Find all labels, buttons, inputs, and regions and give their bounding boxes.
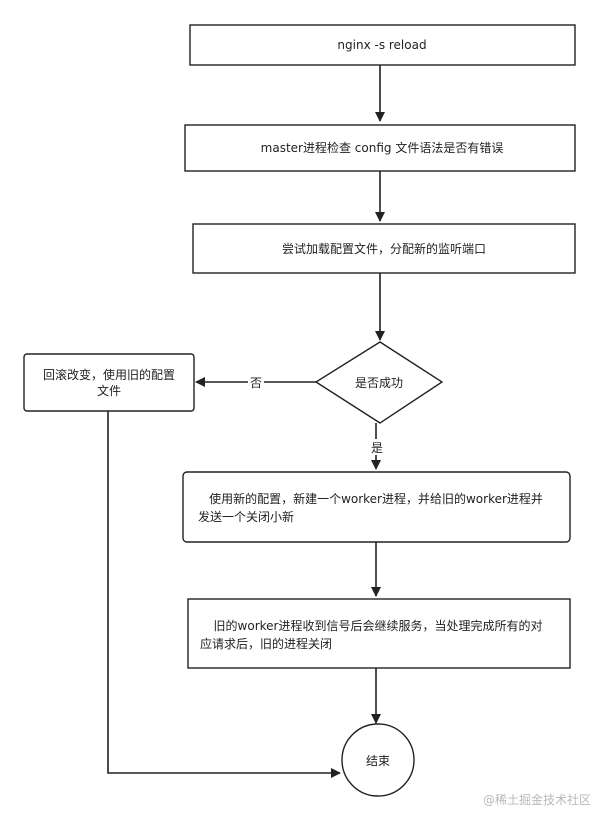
node-try-load	[192, 223, 576, 274]
decision-text: 是否成功	[355, 376, 403, 390]
end-text: 结束	[366, 754, 390, 768]
edge-label-no: 否	[250, 376, 262, 390]
new-workers-text-line1: 使用新的配置，新建一个worker进程，并给旧的worker进程并	[209, 491, 543, 506]
node-master-check	[184, 124, 576, 172]
node-end	[341, 723, 415, 797]
node-reload	[189, 24, 576, 66]
try-load-text: 尝试加载配置文件，分配新的监听端口	[282, 241, 486, 256]
node-decision	[314, 341, 444, 424]
rollback-text-line1: 回滚改变，使用旧的配置	[43, 367, 175, 382]
node-new-workers	[182, 471, 571, 543]
node-old-workers	[187, 598, 571, 669]
rollback-text-line2: 文件	[97, 383, 121, 398]
nodes	[23, 24, 576, 797]
edge-labels: 否 是	[248, 374, 385, 455]
node-rollback	[23, 353, 195, 412]
new-workers-text-line2: 发送一个关闭小新	[198, 509, 294, 524]
reload-text: nginx -s reload	[337, 38, 426, 52]
edge-label-yes: 是	[371, 441, 383, 455]
edge-rollback-to-end	[107, 411, 341, 778]
node-labels: nginx -s reload master进程检查 config 文件语法是否…	[43, 38, 543, 768]
old-workers-text-line2: 应请求后，旧的进程关闭	[200, 636, 332, 651]
master-check-text: master进程检查 config 文件语法是否有错误	[261, 140, 504, 155]
old-workers-text-line1: 旧的worker进程收到信号后会继续服务，当处理完成所有的对	[214, 618, 543, 633]
watermark-text: @稀土掘金技术社区	[482, 793, 591, 807]
